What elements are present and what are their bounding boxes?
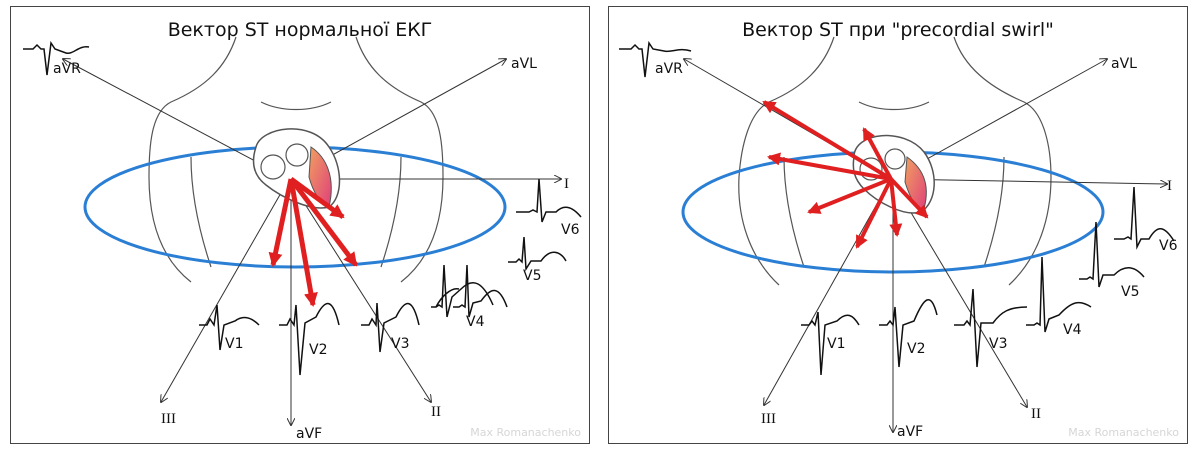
st-vector-arrow [289, 176, 345, 220]
panel-normal-ecg: Вектор ST нормальної ЕКГ aVR aVL I II II… [10, 6, 590, 444]
lead-label-v3: V3 [989, 336, 1008, 352]
st-vector-arrow [889, 178, 903, 237]
lead-label-iii: III [161, 411, 176, 427]
ecg-traces [619, 40, 1175, 376]
ecg-trace-avr [23, 40, 90, 76]
lead-label-v5: V5 [523, 268, 542, 284]
limb-lead-axes [63, 59, 561, 425]
lead-label-avr: aVR [53, 61, 81, 77]
lead-label-i: I [1167, 178, 1172, 194]
lead-label-avl: aVL [1111, 56, 1137, 72]
lead-label-iii: III [761, 411, 776, 427]
st-vector-arrow [807, 177, 892, 214]
torso-silhouette [148, 36, 444, 283]
ecg-trace-v4b [431, 264, 494, 318]
panel-title: Вектор ST нормальної ЕКГ [167, 19, 433, 41]
lead-label-v4: V4 [466, 314, 485, 330]
limb-lead-axes [684, 59, 1167, 432]
st-vector-arrow [289, 177, 358, 267]
lead-label-avr: aVR [655, 61, 683, 77]
ecg-trace-i [516, 178, 582, 223]
lead-label-v4: V4 [1063, 322, 1082, 338]
ecg-trace-v1 [801, 311, 860, 376]
ecg-trace-v1 [199, 304, 260, 351]
lead-label-v1: V1 [225, 336, 244, 352]
panel-precordial-swirl: Вектор ST при "precordial swirl" aVR aVL… [608, 6, 1188, 444]
st-vector-arrow [855, 178, 893, 249]
ecg-trace-v2 [879, 299, 938, 368]
lead-label-v2: V2 [309, 342, 328, 358]
st-vector-arrow [268, 178, 294, 267]
ecg-trace-i [1114, 186, 1175, 250]
diagram-precordial-swirl [619, 36, 1175, 444]
ecg-trace-v2 [279, 303, 340, 376]
lead-label-v6: V6 [1159, 238, 1178, 254]
lead-label-v6: V6 [561, 222, 580, 238]
st-vectors [762, 100, 929, 249]
lead-label-i: I [564, 176, 569, 192]
watermark: Max Romanachenko [470, 426, 581, 439]
st-vector-arrow [762, 100, 893, 181]
ecg-trace-v3 [954, 288, 1028, 368]
lead-label-v5: V5 [1121, 284, 1140, 300]
lead-label-avl: aVL [511, 56, 537, 72]
lead-label-v1: V1 [827, 336, 846, 352]
watermark: Max Romanachenko [1068, 426, 1179, 439]
lead-label-ii: II [1031, 406, 1041, 422]
lead-label-ii: II [431, 404, 441, 420]
lead-label-v2: V2 [907, 341, 926, 357]
ecg-trace-v5 [1026, 256, 1092, 333]
st-vector-arrow [889, 177, 929, 219]
lead-label-avf: aVF [296, 426, 323, 442]
ecg-trace-avr [619, 40, 692, 78]
st-vector-arrow [767, 152, 892, 181]
diagram-normal [23, 36, 582, 444]
torso-silhouette [738, 36, 1052, 286]
panel-title: Вектор ST при "precordial swirl" [742, 19, 1054, 41]
st-vector-arrow [288, 178, 318, 307]
ecg-trace-v3 [361, 302, 420, 353]
st-vectors [268, 176, 358, 307]
ecg-trace-v4 [435, 288, 460, 308]
lead-label-avf: aVF [897, 424, 924, 440]
ecg-trace-v5 [453, 264, 508, 318]
st-vector-arrow [862, 127, 893, 180]
ecg-traces [23, 40, 582, 376]
ecg-trace-v6 [508, 236, 567, 272]
lead-label-v3: V3 [391, 336, 410, 352]
ecg-trace-v6 [1079, 221, 1145, 288]
